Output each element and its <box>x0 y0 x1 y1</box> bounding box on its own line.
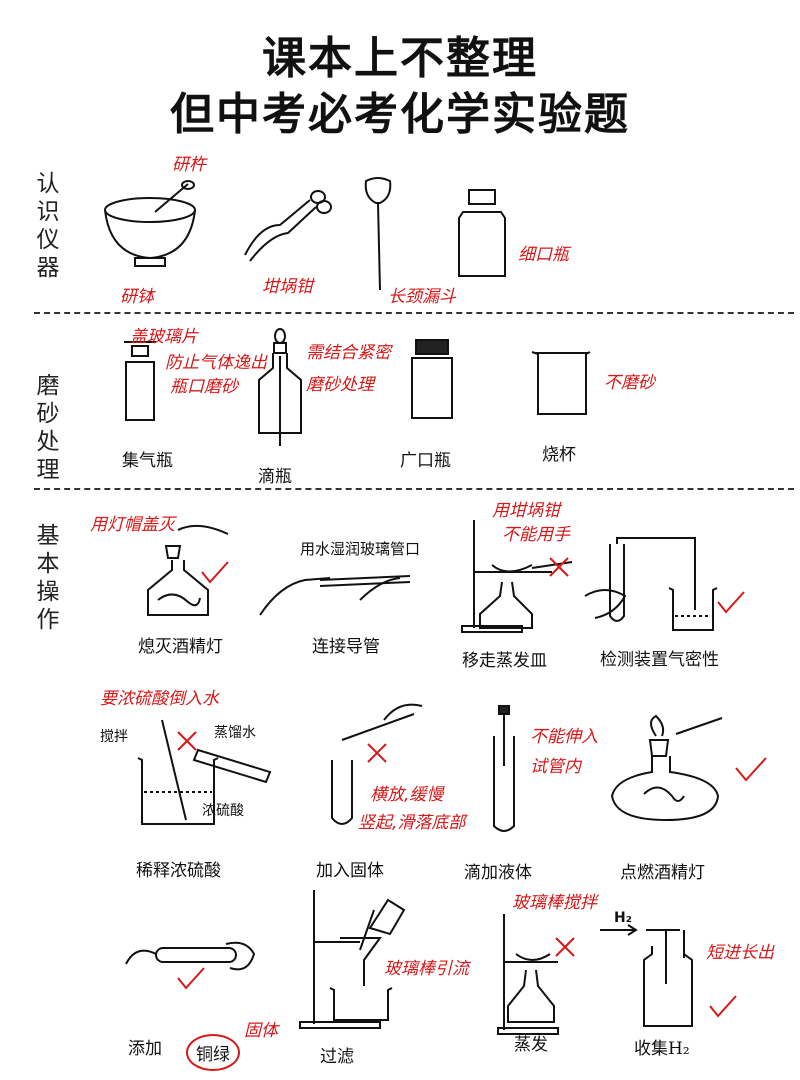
add-solid-caption: 加入固体 <box>316 861 384 881</box>
dilute-acid-illustration <box>137 719 272 825</box>
wide-bottle-caption: 广口瓶 <box>400 451 451 471</box>
evaporate-caption: 蒸发 <box>514 1035 548 1055</box>
beaker-illustration <box>531 351 591 415</box>
dropper-bottle-caption: 滴瓶 <box>258 467 292 487</box>
tongs-note-2: 不能用手 <box>502 525 570 545</box>
add-powder-illustration <box>125 941 256 971</box>
tongs-note: 坩埚钳 <box>262 277 313 297</box>
collect-h2-illustration <box>600 924 693 1027</box>
cross-mark-icon <box>177 731 197 751</box>
light-lamp-illustration <box>610 714 723 822</box>
drop-note-2: 试管内 <box>530 757 581 777</box>
water-label: 蒸馏水 <box>214 725 256 741</box>
verdigris-caption: 铜绿 <box>186 1034 240 1071</box>
dropper-note-1: 需结合紧密 <box>306 343 391 363</box>
move-dish-illustration <box>461 520 573 633</box>
filter-illustration <box>299 890 406 1029</box>
drop-note-1: 不能伸入 <box>530 727 598 747</box>
check-mark-icon <box>177 967 205 990</box>
rod-note: 玻璃棒引流 <box>384 959 469 979</box>
add-liquid-illustration <box>493 705 515 832</box>
add-solid-illustration <box>331 703 423 825</box>
evaporate-illustration <box>497 914 559 1035</box>
tongs-illustration <box>244 190 332 262</box>
h2-label: H₂ <box>614 910 632 926</box>
solid-note-2: 竖起,滑落底部 <box>358 813 466 833</box>
acid-label: 浓硫酸 <box>202 803 244 819</box>
narrow-bottle-illustration <box>458 189 506 277</box>
gas-bottle-note-1: 防止气体逸出 <box>165 353 267 373</box>
filter-caption: 过滤 <box>320 1047 354 1067</box>
beaker-note: 不磨砂 <box>604 373 655 393</box>
page-subtitle: 但中考必考化学实验题 <box>170 89 630 140</box>
divider-1 <box>34 312 794 314</box>
tongs-note-1: 用坩埚钳 <box>492 501 560 521</box>
cross-mark-icon <box>549 557 569 577</box>
gas-bottle-illustration <box>124 341 156 421</box>
acid-note: 要浓硫酸倒入水 <box>100 689 219 709</box>
narrow-bottle-note: 细口瓶 <box>518 245 569 265</box>
dropper-bottle-illustration <box>258 328 302 446</box>
section-label-basic: 基本操作 <box>36 523 60 633</box>
page-title: 课本上不整理 <box>262 33 538 84</box>
section-label-grinding: 磨砂处理 <box>36 373 60 483</box>
airtight-test-illustration <box>584 537 718 631</box>
extinguish-lamp-illustration <box>147 524 229 616</box>
pestle-note: 研杵 <box>172 155 206 175</box>
beaker-caption: 烧杯 <box>542 445 576 465</box>
extinguish-caption: 熄灭酒精灯 <box>138 637 223 657</box>
section-label-recognize: 认识仪器 <box>36 171 60 281</box>
airtight-caption: 检测装置气密性 <box>600 650 719 670</box>
connect-caption: 连接导管 <box>312 637 380 657</box>
funnel-note: 长颈漏斗 <box>388 287 456 307</box>
check-mark-icon <box>709 995 737 1018</box>
collect-caption: 收集H₂ <box>634 1039 690 1059</box>
add-liquid-caption: 滴加液体 <box>464 863 532 883</box>
cap-note: 用灯帽盖灭 <box>90 515 175 535</box>
cross-mark-icon <box>555 937 575 957</box>
move-dish-caption: 移走蒸发皿 <box>462 651 547 671</box>
solid-note-1: 横放,缓慢 <box>370 785 444 805</box>
cross-mark-icon <box>367 743 387 763</box>
divider-2 <box>34 488 794 490</box>
mortar-pestle-illustration <box>104 180 196 267</box>
wet-tube-note: 用水湿润玻璃管口 <box>300 540 421 558</box>
check-mark-icon <box>717 591 745 614</box>
solid-label: 固体 <box>244 1021 278 1041</box>
connect-tube-illustration <box>259 575 411 616</box>
glass-plate-note: 盖玻璃片 <box>130 327 198 347</box>
wide-bottle-illustration <box>411 339 453 419</box>
short-long-note: 短进长出 <box>706 943 774 963</box>
dilute-caption: 稀释浓硫酸 <box>136 861 221 881</box>
gas-bottle-note-2: 瓶口磨砂 <box>170 377 238 397</box>
stir-label: 搅拌 <box>100 729 128 745</box>
check-mark-icon <box>201 561 229 584</box>
mortar-note: 研钵 <box>120 287 154 307</box>
dropper-note-2: 磨砂处理 <box>306 375 374 395</box>
long-neck-funnel-illustration <box>364 177 392 291</box>
stir-note: 玻璃棒搅拌 <box>512 893 597 913</box>
check-mark-icon <box>735 757 767 782</box>
light-lamp-caption: 点燃酒精灯 <box>620 863 705 883</box>
gas-bottle-caption: 集气瓶 <box>122 451 173 471</box>
add-caption: 添加 <box>128 1039 162 1059</box>
